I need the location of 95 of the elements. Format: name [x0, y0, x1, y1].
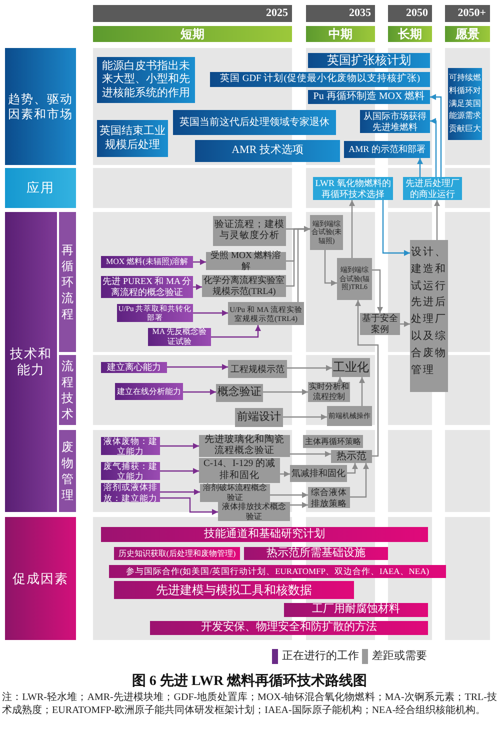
driver-box: Pu 再循环制造 MOX 燃料	[308, 90, 430, 104]
ongoing-work-box: 建立在线分析能力	[115, 383, 183, 400]
arrow	[417, 158, 423, 177]
row-header: 技术和能力	[5, 212, 57, 512]
arrow	[183, 389, 216, 395]
gap-box: 基于安全案例	[360, 313, 400, 335]
gap-box: 综合液体排放策略	[308, 487, 350, 508]
arrow	[263, 389, 308, 395]
enabler-bar: 先进建模与模拟工具和核数据	[114, 581, 354, 599]
arrow	[324, 250, 337, 286]
enabler-bar: 热示范所需基础设施	[244, 547, 388, 560]
row-subheader: 流程技术	[59, 355, 76, 425]
arrow	[400, 321, 410, 327]
gap-box: 氚减排和固化	[290, 465, 347, 482]
row-header: 促成因素	[5, 517, 76, 640]
arrow	[290, 502, 308, 508]
arrow	[193, 259, 206, 265]
gap-box: 化学分离流程实验室规模示范(TRL4)	[202, 275, 286, 297]
arrow	[167, 364, 228, 370]
application-box: LWR 氧化物燃料的再循环技术选择	[313, 177, 393, 200]
arrow	[372, 269, 383, 313]
legend-label: 差距或需要	[372, 649, 427, 664]
arrow	[160, 443, 199, 449]
arrow	[349, 200, 355, 258]
year-header: 2035	[306, 5, 375, 22]
arrow	[297, 226, 310, 302]
gap-box: 工业化	[332, 358, 370, 377]
ongoing-work-box: 废气捕获：建立能力	[101, 462, 160, 480]
ongoing-work-box: MA 先反概念验证试验	[148, 328, 211, 346]
arrow	[347, 463, 358, 474]
arrow	[160, 468, 199, 474]
driver-box: 英国当前这代后处理领域专家退休	[173, 110, 336, 135]
gap-box: 受照 MOX 燃料溶解	[206, 252, 286, 270]
gap-box: 概念验证	[216, 384, 263, 402]
period-header: 短期	[93, 26, 292, 42]
enabler-bar: 历史知识获取(后处理和废物管理)	[114, 547, 240, 560]
arrow	[160, 489, 200, 495]
arrow	[193, 310, 228, 316]
enabler-bar: 参与国际合作(如美国/英国行动计划、EURATOMFP、双边合作、IAEA、NEA)	[109, 565, 446, 578]
arrow	[211, 325, 261, 338]
driver-box: 能源白皮书指出未来大型、小型和先进核能系统的作用	[97, 57, 195, 103]
arrow	[355, 300, 379, 457]
legend-label: 正在进行的工作	[282, 649, 359, 664]
gap-box: C-14、I-129 的减排和固化	[199, 458, 280, 483]
driver-box: AMR 技术选项	[195, 140, 340, 162]
row-header: 趋势、驱动因素和市场	[5, 48, 76, 165]
figure-caption: 图 6 先进 LWR 燃料再循环技术路线图	[130, 673, 368, 691]
period-header: 长期	[388, 26, 432, 42]
arrow	[280, 471, 290, 477]
enabler-bar: 工厂用耐腐蚀材料	[284, 603, 428, 617]
arrow	[350, 463, 369, 498]
gap-box: 前端设计	[235, 408, 283, 427]
period-header: 中期	[306, 26, 375, 42]
gap-box: 验证流程；建模与灵敏度分析	[213, 216, 286, 246]
arrow	[160, 497, 218, 515]
arrow	[382, 200, 410, 256]
enabler-bar: 技能通道和基础研究计划	[101, 527, 428, 542]
gap-box: 液体排放技术概念验证	[218, 502, 290, 521]
gap-box: 溶剂破坏流程概念验证	[200, 484, 270, 502]
driver-box: 可持续燃料循环对满足英国能源需求贡献巨大	[448, 68, 482, 140]
gap-box: 先进玻璃化和陶瓷流程概念验证	[199, 435, 290, 457]
year-header: 2050	[388, 5, 432, 22]
gap-box: 实时分析和流程控制	[308, 382, 350, 402]
driver-box: 英国 GDF 计划(促使最小化废物以支持核扩张)	[210, 72, 430, 87]
ongoing-work-box: 溶剂或液体排放：建立能力	[101, 483, 160, 502]
year-header: 2025	[93, 5, 292, 22]
gap-box: 工程规模示范	[228, 360, 287, 378]
ongoing-work-box: 液体废物：建立能力	[101, 437, 160, 455]
driver-box: 从国际市场获得先进堆燃料	[360, 110, 430, 133]
arrow	[430, 118, 437, 177]
ongoing-work-box: 先进 PUREX 和 MA 分离流程的概念验证	[101, 276, 193, 298]
enabler-bar: 开发安保、物理安全和防扩散的方法	[150, 621, 428, 635]
year-header: 2050+	[445, 5, 490, 22]
row-subheader: 废物管理	[59, 430, 76, 512]
driver-box: 英国扩张核计划	[308, 53, 430, 68]
driver-box: AMR 的示范和部署	[344, 141, 430, 158]
period-header: 愿景	[445, 26, 490, 42]
gap-box: 热示范	[331, 450, 372, 463]
footnote: 注：LWR-轻水堆；AMR-先进模块堆；GDF-地质处置库；MOX-铀钚混合氧化物燃料；MA-次锕系元素；TRL-技术成熟度；EURATOMFP-欧洲原子能共同体研发框架计划；IAEA-国际原子能机构；NEA-经合组织核能机构。	[2, 692, 497, 717]
ongoing-work-box: MOX 燃料(未辐照)溶解	[101, 256, 193, 268]
gap-box: 主体再循环策略	[303, 435, 363, 448]
ongoing-work-box: 建立离心能力	[101, 362, 167, 373]
row-header: 应用	[5, 168, 76, 208]
driver-box: 英国结束工业规模后处理	[97, 120, 168, 157]
row-subheader: 再循环流程	[59, 212, 76, 352]
gap-box: 设计、建造和试运行先进后处理厂以及综合废物管理	[410, 240, 448, 392]
application-box: 先进后处理厂的商业运行	[403, 177, 462, 200]
arrow	[337, 377, 343, 383]
arrow	[270, 492, 308, 498]
arrow	[193, 284, 202, 290]
arrow	[359, 377, 365, 406]
arrow	[434, 200, 440, 240]
arrow	[283, 414, 327, 420]
arrow	[290, 451, 331, 457]
arrow	[287, 365, 332, 371]
